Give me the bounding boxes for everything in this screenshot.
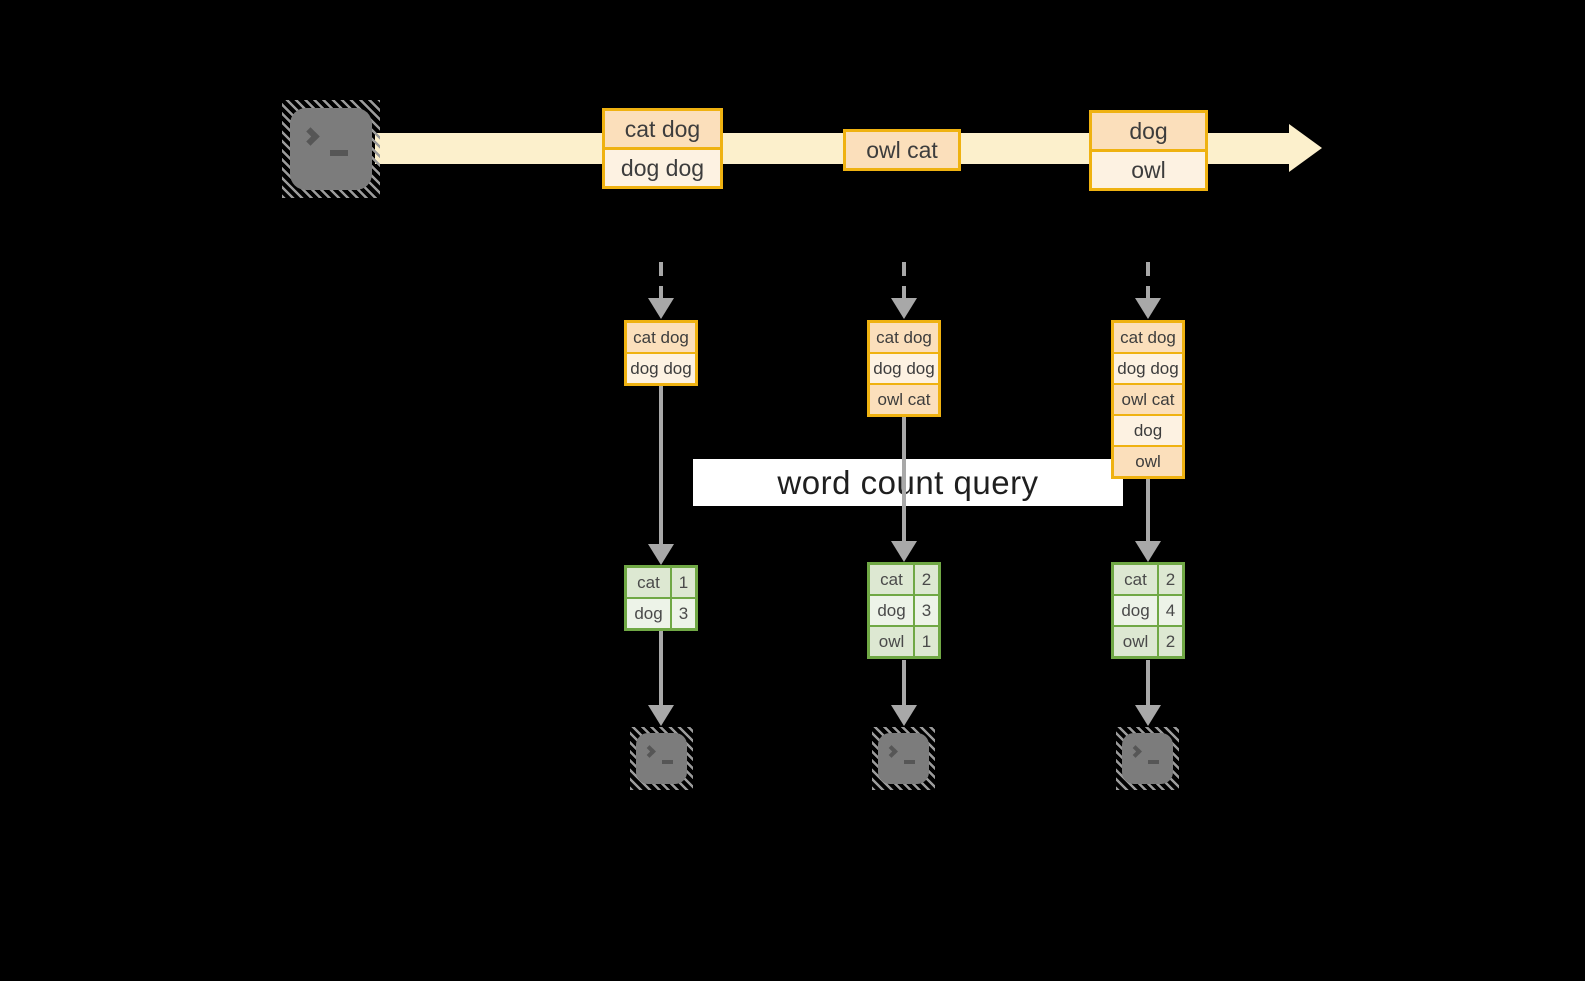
prompt-underscore-icon: [1148, 760, 1159, 764]
stream-arrowhead-icon: [1289, 124, 1322, 172]
word-cell: dog: [1114, 596, 1157, 625]
ingest-arrowhead-icon: [648, 298, 674, 319]
word-cell: dog: [870, 596, 913, 625]
output-arrowhead-icon: [648, 705, 674, 726]
event-line: dog dog: [605, 150, 720, 186]
stream-event-box-3: dog owl: [1089, 110, 1208, 191]
terminal-screen: [636, 733, 687, 784]
ingest-arrowhead-icon: [891, 298, 917, 319]
count-cell: 2: [1159, 627, 1182, 656]
buffer-line: owl cat: [1114, 385, 1182, 414]
query-arrowhead-icon: [1135, 541, 1161, 562]
query-arrow-3: [1146, 479, 1150, 542]
buffer-line: owl cat: [870, 385, 938, 414]
count-row: cat 2: [870, 565, 938, 594]
count-table-1: cat 1 dog 3: [624, 565, 698, 631]
prompt-underscore-icon: [330, 150, 348, 156]
terminal-screen: [290, 108, 372, 190]
stream-event-box-2: owl cat: [843, 129, 961, 171]
buffer-line: cat dog: [627, 323, 695, 352]
count-cell: 1: [672, 568, 695, 597]
sink-terminal-icon-1: [630, 727, 693, 790]
word-cell: cat: [627, 568, 670, 597]
query-arrowhead-icon: [891, 541, 917, 562]
ingest-dashed-arrow-3: [1146, 262, 1150, 298]
count-row: cat 2: [1114, 565, 1182, 594]
count-cell: 2: [1159, 565, 1182, 594]
count-row: owl 2: [1114, 627, 1182, 656]
ingest-arrowhead-icon: [1135, 298, 1161, 319]
buffer-line: owl: [1114, 447, 1182, 476]
output-arrowhead-icon: [1135, 705, 1161, 726]
count-row: cat 1: [627, 568, 695, 597]
count-row: dog 3: [870, 596, 938, 625]
buffer-line: dog: [1114, 416, 1182, 445]
word-cell: owl: [870, 627, 913, 656]
stream-event-box-1: cat dog dog dog: [602, 108, 723, 189]
prompt-chevron-icon: [1129, 745, 1142, 758]
word-cell: owl: [1114, 627, 1157, 656]
terminal-screen: [878, 733, 929, 784]
count-row: dog 3: [627, 599, 695, 628]
word-cell: cat: [1114, 565, 1157, 594]
terminal-screen: [1122, 733, 1173, 784]
event-line: owl: [1092, 152, 1205, 188]
query-arrow-1: [659, 386, 663, 545]
count-row: owl 1: [870, 627, 938, 656]
prompt-chevron-icon: [643, 745, 656, 758]
output-arrow-1: [659, 631, 663, 706]
count-row: dog 4: [1114, 596, 1182, 625]
query-label: word count query: [777, 463, 1039, 501]
output-arrow-2: [902, 660, 906, 706]
count-cell: 4: [1159, 596, 1182, 625]
buffer-stack-3: cat dog dog dog owl cat dog owl: [1111, 320, 1185, 479]
prompt-underscore-icon: [662, 760, 673, 764]
ingest-dashed-arrow-1: [659, 262, 663, 298]
buffer-line: dog dog: [1114, 354, 1182, 383]
buffer-line: dog dog: [627, 354, 695, 383]
sink-terminal-icon-3: [1116, 727, 1179, 790]
buffer-line: cat dog: [1114, 323, 1182, 352]
query-arrow-2: [902, 417, 906, 542]
buffer-line: dog dog: [870, 354, 938, 383]
event-line: dog: [1092, 113, 1205, 149]
query-banner: word count query: [693, 459, 1123, 506]
count-cell: 1: [915, 627, 938, 656]
event-line: cat dog: [605, 111, 720, 147]
prompt-chevron-icon: [301, 127, 320, 146]
query-arrowhead-icon: [648, 544, 674, 565]
sink-terminal-icon-2: [872, 727, 935, 790]
count-cell: 3: [672, 599, 695, 628]
event-line: owl cat: [846, 132, 958, 168]
output-arrowhead-icon: [891, 705, 917, 726]
word-cell: cat: [870, 565, 913, 594]
prompt-underscore-icon: [904, 760, 915, 764]
count-table-2: cat 2 dog 3 owl 1: [867, 562, 941, 659]
source-terminal-icon: [282, 100, 380, 198]
output-arrow-3: [1146, 660, 1150, 706]
buffer-line: cat dog: [870, 323, 938, 352]
ingest-dashed-arrow-2: [902, 262, 906, 298]
prompt-chevron-icon: [885, 745, 898, 758]
buffer-stack-2: cat dog dog dog owl cat: [867, 320, 941, 417]
buffer-stack-1: cat dog dog dog: [624, 320, 698, 386]
count-cell: 2: [915, 565, 938, 594]
count-cell: 3: [915, 596, 938, 625]
count-table-3: cat 2 dog 4 owl 2: [1111, 562, 1185, 659]
word-cell: dog: [627, 599, 670, 628]
